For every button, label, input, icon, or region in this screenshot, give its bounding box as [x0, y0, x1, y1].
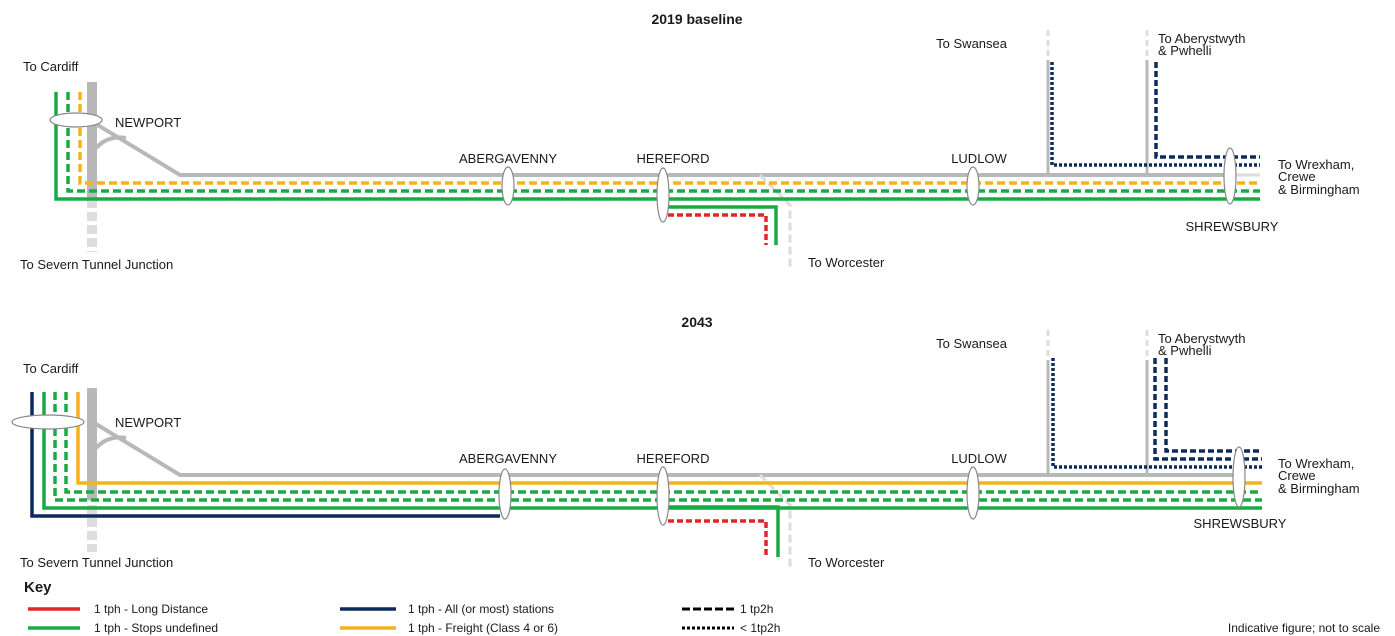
label-crewe: Crewe [1278, 169, 1316, 184]
panel-title: 2019 baseline [651, 11, 742, 27]
label-to-severn-tunnel: To Severn Tunnel Junction [20, 555, 173, 570]
swansea-service-dotted [1050, 62, 1260, 167]
station-newport [49, 112, 103, 128]
label-shrewsbury: SHREWSBURY [1194, 516, 1287, 531]
service-lines [30, 358, 1262, 557]
labels: To Cardiff NEWPORT ABERGAVENNY HEREFORD … [20, 31, 1360, 272]
label-birmingham: & Birmingham [1278, 481, 1360, 496]
worcester-green-service [668, 505, 780, 557]
worcester-branch [758, 473, 792, 568]
station-shrewsbury [1232, 446, 1246, 508]
station-abergavenny [498, 468, 512, 520]
label-pwhelli: & Pwhelli [1158, 43, 1212, 58]
label-ludlow: LUDLOW [951, 451, 1007, 466]
label-abergavenny: ABERGAVENNY [459, 151, 557, 166]
station-shrewsbury [1223, 147, 1237, 205]
label-to-cardiff: To Cardiff [23, 361, 79, 376]
green-service-dashed [66, 92, 1260, 193]
newport-chord-grey [94, 135, 127, 150]
label-shrewsbury: SHREWSBURY [1186, 219, 1279, 234]
label-to-swansea: To Swansea [936, 336, 1008, 351]
aberystwyth-service-dashed-1 [1153, 358, 1262, 461]
station-hereford [656, 167, 670, 223]
label-pwhelli: & Pwhelli [1158, 343, 1212, 358]
label-to-aberystwyth: To Aberystwyth [1158, 331, 1245, 346]
label-birmingham: & Birmingham [1278, 182, 1360, 197]
legend-lt-tp2h: < 1tp2h [740, 621, 780, 635]
all-stations-service-solid [30, 392, 500, 518]
grey-track-network [87, 330, 1240, 568]
label-abergavenny: ABERGAVENNY [459, 451, 557, 466]
panel-2019-baseline: 2019 baseline [20, 11, 1360, 272]
label-to-wrexham: To Wrexham, [1278, 456, 1354, 471]
label-to-worcester: To Worcester [808, 255, 885, 270]
station-newport [11, 414, 85, 430]
legend-freight: 1 tph - Freight (Class 4 or 6) [408, 621, 558, 635]
station-ludlow [966, 466, 980, 520]
station-ludlow [966, 166, 980, 206]
label-to-swansea: To Swansea [936, 36, 1008, 51]
worcester-branch [758, 173, 792, 268]
legend-tp2h: 1 tp2h [740, 602, 773, 616]
aberystwyth-service-dashed [1154, 62, 1260, 159]
label-ludlow: LUDLOW [951, 151, 1007, 166]
label-to-worcester: To Worcester [808, 555, 885, 570]
label-hereford: HEREFORD [637, 451, 710, 466]
green-service-solid [42, 392, 1262, 510]
label-to-aberystwyth: To Aberystwyth [1158, 31, 1245, 46]
freight-service-solid [76, 392, 1262, 485]
legend-title: Key [24, 579, 52, 596]
label-to-wrexham: To Wrexham, [1278, 157, 1354, 172]
legend-all-stations: 1 tph - All (or most) stations [408, 602, 554, 616]
panel-2043: 2043 [11, 314, 1360, 570]
aberystwyth-service-dashed-2 [1164, 358, 1262, 453]
station-abergavenny [501, 166, 515, 206]
panel-title: 2043 [681, 314, 712, 330]
green-service-dashed-2 [64, 392, 1262, 494]
legend-stops-undefined: 1 tph - Stops undefined [94, 621, 218, 635]
freight-service-dashed [78, 92, 1260, 185]
stations [11, 414, 1246, 526]
green-service-solid [54, 92, 1260, 201]
newport-chord-grey [94, 435, 127, 450]
marches-line-grey [94, 422, 1240, 477]
label-to-cardiff: To Cardiff [23, 59, 79, 74]
grey-track-network [87, 30, 1260, 268]
long-distance-service [668, 213, 768, 245]
labels: To Cardiff NEWPORT ABERGAVENNY HEREFORD … [20, 331, 1360, 570]
label-crewe: Crewe [1278, 468, 1316, 483]
label-hereford: HEREFORD [637, 151, 710, 166]
stations [49, 112, 1237, 223]
swansea-service-dotted [1051, 358, 1262, 469]
label-newport: NEWPORT [115, 115, 181, 130]
legend: Key 1 tph - Long Distance 1 tph - Stops … [24, 579, 780, 635]
label-newport: NEWPORT [115, 415, 181, 430]
marches-line-grey [94, 122, 1232, 177]
station-hereford [656, 466, 670, 526]
long-distance-service [668, 519, 768, 557]
footnote: Indicative figure; not to scale [1228, 621, 1380, 635]
worcester-green-service [668, 205, 778, 245]
legend-long-distance: 1 tph - Long Distance [94, 602, 208, 616]
service-lines [54, 62, 1260, 245]
label-to-severn-tunnel: To Severn Tunnel Junction [20, 257, 173, 272]
